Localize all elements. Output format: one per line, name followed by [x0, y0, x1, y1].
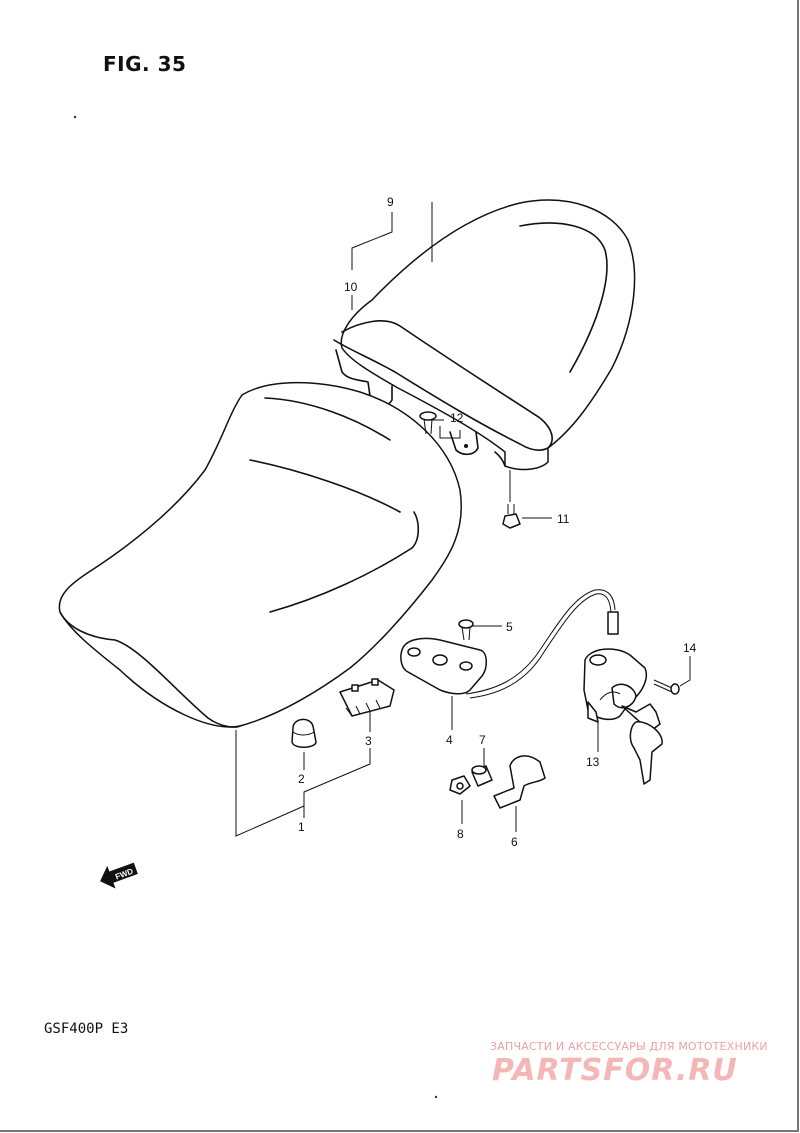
callout-7: 7 — [479, 733, 486, 747]
main-seat — [58, 381, 462, 728]
bracket-part-3 — [339, 678, 395, 717]
callout-2: 2 — [298, 772, 305, 786]
callout-1: 1 — [298, 820, 305, 834]
callout-10: 10 — [344, 280, 358, 294]
fwd-arrow-icon: FWD — [100, 862, 138, 889]
watermark-logo: PARTSFOR.RU — [492, 1053, 738, 1088]
screw-part-12 — [419, 411, 437, 435]
cushion-part-2 — [291, 718, 317, 748]
callout-3: 3 — [365, 734, 372, 748]
callout-8: 8 — [457, 827, 464, 841]
screw-part-14 — [653, 679, 680, 695]
bracket-part-6 — [493, 755, 546, 809]
screw-part-5 — [458, 619, 474, 641]
callout-5: 5 — [506, 620, 513, 634]
bolt-part-11 — [502, 504, 521, 529]
seat-lock-bracket-part-4 — [400, 589, 619, 699]
callout-14: 14 — [683, 641, 697, 655]
figure-title: FIG. 35 — [103, 52, 187, 76]
callout-6: 6 — [511, 835, 518, 849]
callout-9: 9 — [387, 195, 394, 209]
callout-12: 12 — [450, 411, 464, 425]
collar-part-7 — [471, 765, 493, 787]
callout-numbers: 9 10 12 11 5 14 4 3 7 13 2 8 1 6 — [298, 195, 697, 849]
callout-11: 11 — [557, 512, 570, 526]
callout-4: 4 — [446, 733, 453, 747]
callout-13: 13 — [586, 755, 600, 769]
seat-lock-part-13 — [583, 648, 663, 785]
leader-lines — [235, 202, 691, 837]
watermark-tagline: ЗАПЧАСТИ И АКСЕССУАРЫ ДЛЯ МОТОТЕХНИКИ — [490, 1040, 768, 1053]
nut-part-8 — [449, 775, 471, 795]
model-code: GSF400P E3 — [44, 1021, 129, 1037]
